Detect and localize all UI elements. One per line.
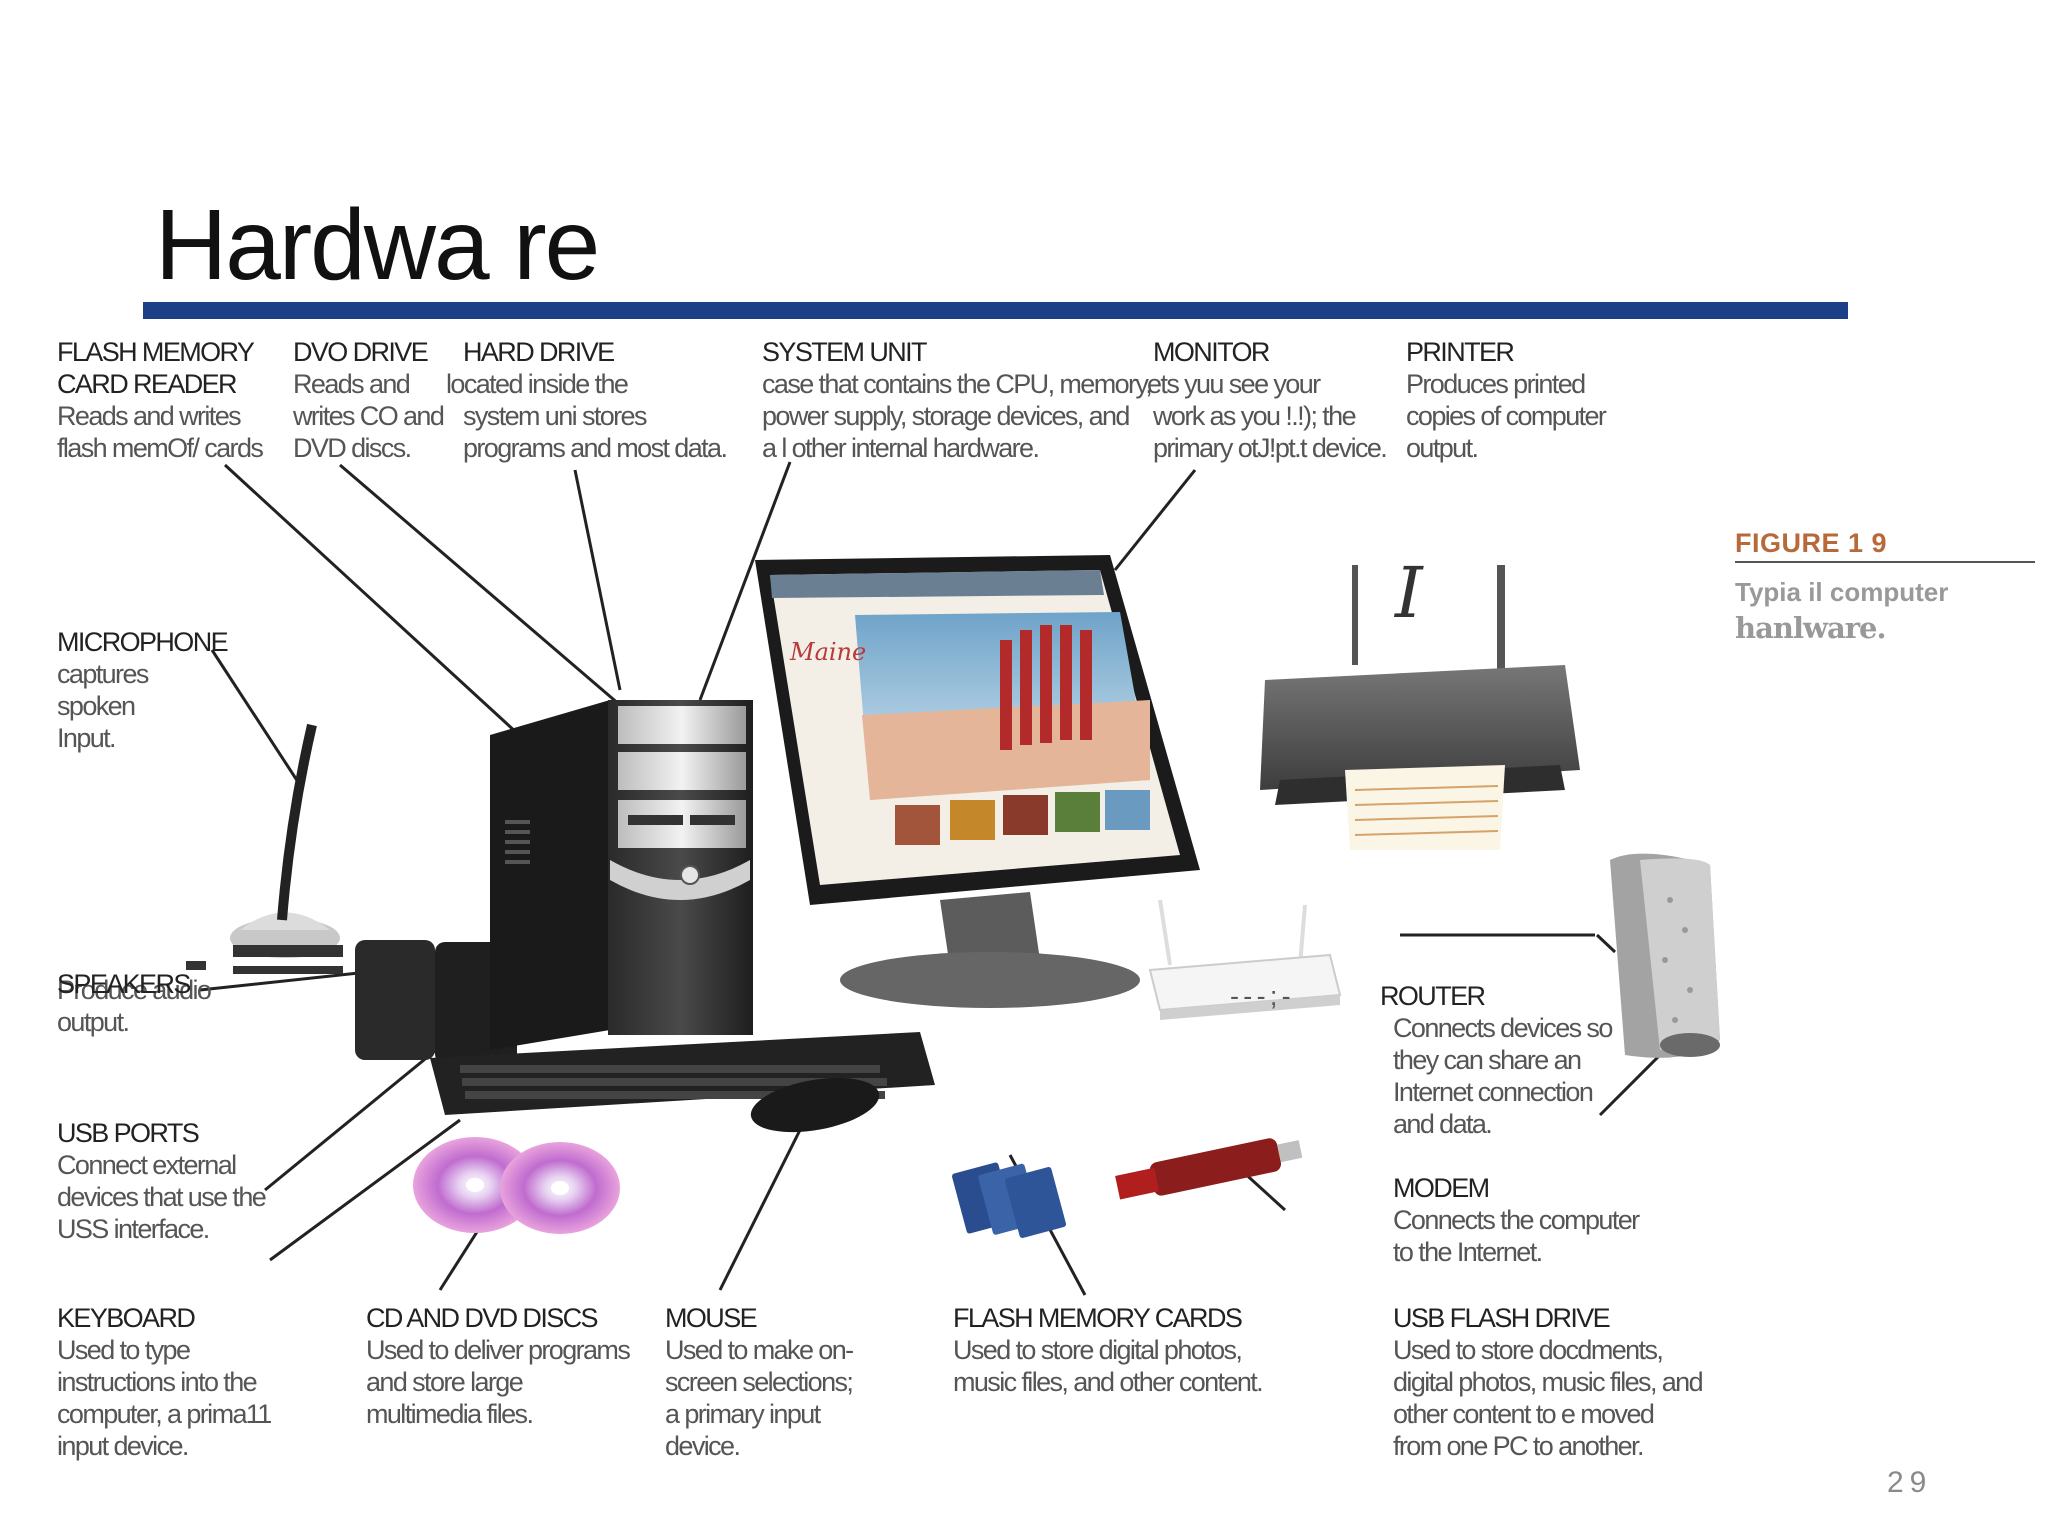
label-text: Connect external	[57, 1150, 237, 1180]
label-monitor: MONITOR ets yuu see your work as you !.!…	[1147, 336, 1388, 464]
svg-text:I: I	[1393, 552, 1424, 634]
figure-caption: FIGURE 1 9 Typia il computer hanlware.	[1735, 528, 2035, 645]
label-text: computer, a prima11	[57, 1399, 272, 1429]
label-mouse: MOUSE Used to make on- screen selections…	[665, 1302, 854, 1462]
figure-number: FIGURE 1 9	[1735, 528, 2035, 563]
label-text: output.	[57, 1007, 130, 1037]
label-text: Input.	[57, 723, 117, 753]
label-text: multimedia files.	[366, 1399, 534, 1429]
label-text: DVD discs.	[293, 433, 412, 463]
label-heading: KEYBOARD	[57, 1303, 196, 1333]
label-hard-drive: HARD DRIVE located inside the system uni…	[446, 336, 728, 464]
label-text: and data.	[1393, 1109, 1493, 1139]
label-text: they can share an	[1393, 1045, 1582, 1075]
label-router: ROUTER	[1380, 980, 1486, 1012]
label-heading: CARD READER	[57, 369, 238, 399]
label-text: Produce audio	[57, 975, 212, 1005]
label-text: power supply, storage devices, and	[762, 401, 1130, 431]
label-text: screen selections;	[665, 1367, 854, 1397]
label-text: Produces printed	[1406, 369, 1586, 399]
label-text: Reads and writes	[57, 401, 242, 431]
label-heading: CD AND DVD DISCS	[366, 1303, 599, 1333]
label-heading: ROUTER	[1380, 981, 1486, 1011]
label-text: device.	[665, 1431, 741, 1461]
label-heading: FLASH MEMORY	[57, 337, 255, 367]
label-heading: USB PORTS	[57, 1118, 200, 1148]
label-text: writes CO and	[293, 401, 445, 431]
label-text: a primary input	[665, 1399, 821, 1429]
label-flash-memory-cards: FLASH MEMORY CARDS Used to store digital…	[953, 1302, 1264, 1398]
label-text: located inside the	[446, 369, 629, 399]
label-text: Used to store digital photos,	[953, 1335, 1243, 1365]
label-heading: MODEM	[1393, 1173, 1490, 1203]
slide-title: Hardwa re	[155, 189, 600, 301]
label-text: Used to make on-	[665, 1335, 854, 1365]
label-heading: SYSTEM UNIT	[762, 337, 928, 367]
label-microphone: MICROPHONE captures spoken Input.	[57, 626, 229, 754]
label-router-text: Connects devices so they can share an In…	[1393, 1012, 1613, 1140]
screen-brand-text: Maine	[789, 638, 866, 666]
figure-caption-line1: Typia il computer	[1735, 577, 1949, 607]
label-dvd-drive: DVO DRIVE Reads and writes CO and DVD di…	[293, 336, 445, 464]
label-text: and store large	[366, 1367, 524, 1397]
label-text: copies of computer	[1406, 401, 1607, 431]
label-flash-memory-card-reader: FLASH MEMORY CARD READER Reads and write…	[57, 336, 264, 464]
label-heading: MOUSE	[665, 1303, 758, 1333]
label-text: system uni stores	[463, 401, 647, 431]
label-text: Reads and	[293, 369, 411, 399]
label-text: other content to e moved	[1393, 1399, 1655, 1429]
label-text: flash memOf/ cards	[57, 433, 264, 463]
label-text: music files, and other content.	[953, 1367, 1264, 1397]
label-text: Internet connection	[1393, 1077, 1594, 1107]
label-heading: USB FLASH DRIVE	[1393, 1303, 1611, 1333]
label-text: Used to type	[57, 1335, 191, 1365]
label-text: Connects devices so	[1393, 1013, 1613, 1043]
label-usb-flash-drive: USB FLASH DRIVE Used to store docdments,…	[1393, 1302, 1704, 1462]
label-router-dashes: - - - ; -	[1230, 981, 1291, 1011]
label-modem: MODEM Connects the computer to the Inter…	[1393, 1172, 1640, 1268]
label-text: Used to deliver programs	[366, 1335, 631, 1365]
label-heading: HARD DRIVE	[463, 337, 615, 367]
label-text: a l other internal hardware.	[762, 433, 1040, 463]
label-text: spoken	[57, 691, 136, 721]
label-text: instructions into the	[57, 1367, 258, 1397]
label-text: digital photos, music files, and	[1393, 1367, 1704, 1397]
label-text: programs and most data.	[463, 433, 728, 463]
label-speakers: SPEAKERS Produce audio output.	[57, 968, 212, 1038]
label-usb-ports: USB PORTS Connect external devices that …	[57, 1117, 267, 1245]
label-text: Connects the computer	[1393, 1205, 1640, 1235]
label-heading: MONITOR	[1153, 337, 1270, 367]
label-system-unit: SYSTEM UNIT case that contains the CPU, …	[762, 336, 1153, 464]
label-cd-dvd-discs: CD AND DVD DISCS Used to deliver program…	[366, 1302, 631, 1430]
label-text: work as you !.!); the	[1153, 401, 1357, 431]
label-text: devices that use the	[57, 1182, 267, 1212]
label-text: Used to store docdments,	[1393, 1335, 1664, 1365]
label-text: case that contains the CPU, memory,	[762, 369, 1153, 399]
label-heading: SPEAKERS	[57, 969, 191, 999]
title-underline	[143, 302, 1848, 319]
label-heading: DVO DRIVE	[293, 337, 429, 367]
page-number: 29	[1887, 1466, 1933, 1499]
label-text: USS interface.	[57, 1214, 210, 1244]
label-printer: PRINTER Produces printed copies of compu…	[1406, 336, 1607, 464]
label-keyboard: KEYBOARD Used to type instructions into …	[57, 1302, 272, 1462]
label-heading: FLASH MEMORY CARDS	[953, 1303, 1243, 1333]
label-heading: PRINTER	[1406, 337, 1515, 367]
label-text: output.	[1406, 433, 1479, 463]
label-text: captures	[57, 659, 149, 689]
figure-caption-line2: hanlware.	[1735, 611, 1887, 645]
label-text: from one PC to another.	[1393, 1431, 1644, 1461]
label-text: to the Internet.	[1393, 1237, 1543, 1267]
label-text: input device.	[57, 1431, 189, 1461]
label-heading: MICROPHONE	[57, 627, 229, 657]
label-text: ets yuu see your	[1147, 369, 1321, 399]
label-text: primary otJ!pt.t device.	[1153, 433, 1388, 463]
